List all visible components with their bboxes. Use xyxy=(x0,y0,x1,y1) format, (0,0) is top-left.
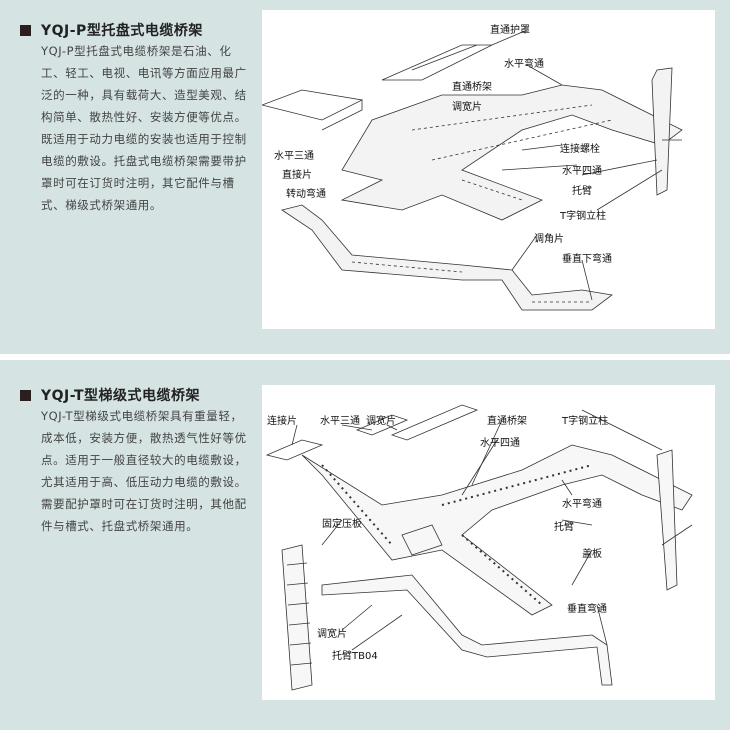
section-title: YQJ-T型梯级式电缆桥架 xyxy=(20,385,200,405)
label-adjust-piece: 调宽片 xyxy=(366,416,396,427)
label-horizontal-tee: 水平三通 xyxy=(320,416,360,427)
label-connector: 直接片 xyxy=(282,170,312,181)
section-tray-type: YQJ-P型托盘式电缆桥架 YQJ-P型托盘式电缆桥架是石油、化工、轻工、电视、… xyxy=(0,0,730,354)
divider xyxy=(0,354,730,360)
label-t-column: T字钢立柱 xyxy=(562,416,609,427)
label-straight-tray: 直通桥架 xyxy=(487,416,527,427)
section-ladder-type: YQJ-T型梯级式电缆桥架 YQJ-T型梯级式电缆桥架具有重量轻，成本低，安装方… xyxy=(0,360,730,730)
label-connector: 连接片 xyxy=(267,416,297,427)
tray-diagram: 直通护罩 水平弯通 直通桥架 调宽片 水平三通 直接片 转动弯通 连接螺栓 水平… xyxy=(262,10,715,329)
label-straight-tray: 直通桥架 xyxy=(452,82,492,93)
bullet-square-icon xyxy=(20,389,31,401)
label-t-column: T字钢立柱 xyxy=(560,211,607,222)
label-bracket: 托臂 xyxy=(554,522,574,533)
label-horizontal-bend: 水平弯通 xyxy=(562,499,602,510)
section-description: YQJ-P型托盘式电缆桥架是石油、化工、轻工、电视、电讯等方面应用最广泛的一种，… xyxy=(41,44,247,212)
label-bracket-tb04: 托臂TB04 xyxy=(332,651,378,662)
label-horizontal-cross: 水平四通 xyxy=(480,438,520,449)
label-angle-piece: 调角片 xyxy=(534,234,564,245)
label-rotating-bend: 转动弯通 xyxy=(286,189,326,200)
bullet-square-icon xyxy=(20,24,31,36)
label-bracket: 托臂 xyxy=(572,186,592,197)
title-text: YQJ-T型梯级式电缆桥架 xyxy=(41,388,201,404)
label-horizontal-cross: 水平四通 xyxy=(562,166,602,177)
section-title: YQJ-P型托盘式电缆桥架 xyxy=(20,20,203,40)
label-cover: 盖板 xyxy=(582,549,602,560)
label-connecting-bolt: 连接螺栓 xyxy=(560,144,600,155)
label-fixing-plate: 固定压板 xyxy=(322,519,362,530)
label-adjust-piece: 调宽片 xyxy=(452,102,482,113)
section-description: YQJ-T型梯级式电缆桥架具有重量轻，成本低，安装方便，散热透气性好等优点。适用… xyxy=(41,409,247,533)
label-vertical-bend: 垂直弯通 xyxy=(567,604,607,615)
title-text: YQJ-P型托盘式电缆桥架 xyxy=(41,23,203,39)
label-cover: 直通护罩 xyxy=(490,25,530,36)
ladder-diagram: 连接片 水平三通 调宽片 直通桥架 T字钢立柱 水平四通 水平弯通 托臂 固定压… xyxy=(262,385,715,700)
label-horizontal-bend: 水平弯通 xyxy=(504,59,544,70)
label-horizontal-tee: 水平三通 xyxy=(274,151,314,162)
label-vertical-down-bend: 垂直下弯通 xyxy=(562,254,612,265)
label-adjust-piece-2: 调宽片 xyxy=(317,629,347,640)
